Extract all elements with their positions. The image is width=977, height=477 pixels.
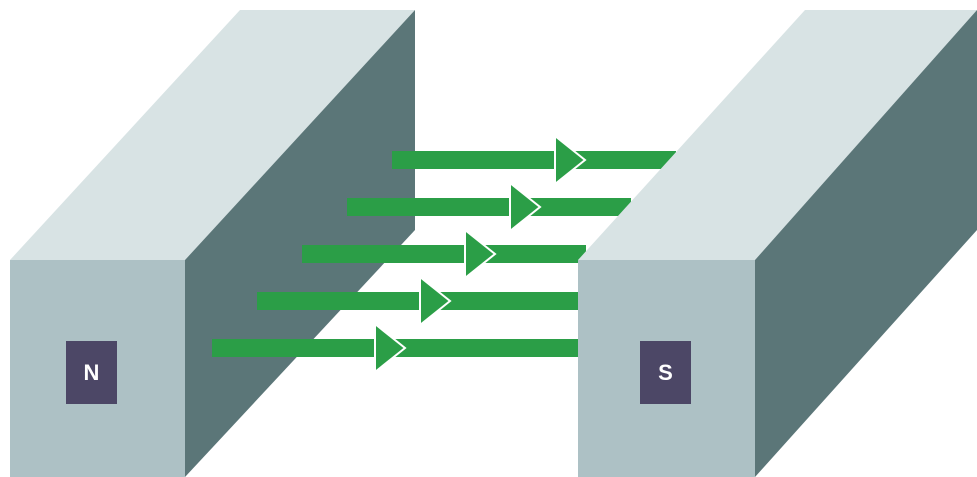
field-arrow-shaft	[302, 245, 586, 263]
field-arrow-head	[510, 183, 540, 231]
field-arrow-shaft	[347, 198, 631, 216]
field-arrow-head	[555, 136, 585, 184]
south-pole-label: S	[658, 360, 673, 385]
north-magnet: N	[10, 10, 415, 477]
field-arrow-head	[465, 230, 495, 278]
field-arrow-shaft	[257, 292, 578, 310]
field-arrow-head	[375, 324, 405, 372]
south-magnet: S	[578, 10, 977, 477]
field-arrow	[392, 136, 676, 184]
field-arrow-head	[420, 277, 450, 325]
north-pole-label: N	[84, 360, 100, 385]
field-arrow-shaft	[392, 151, 676, 169]
